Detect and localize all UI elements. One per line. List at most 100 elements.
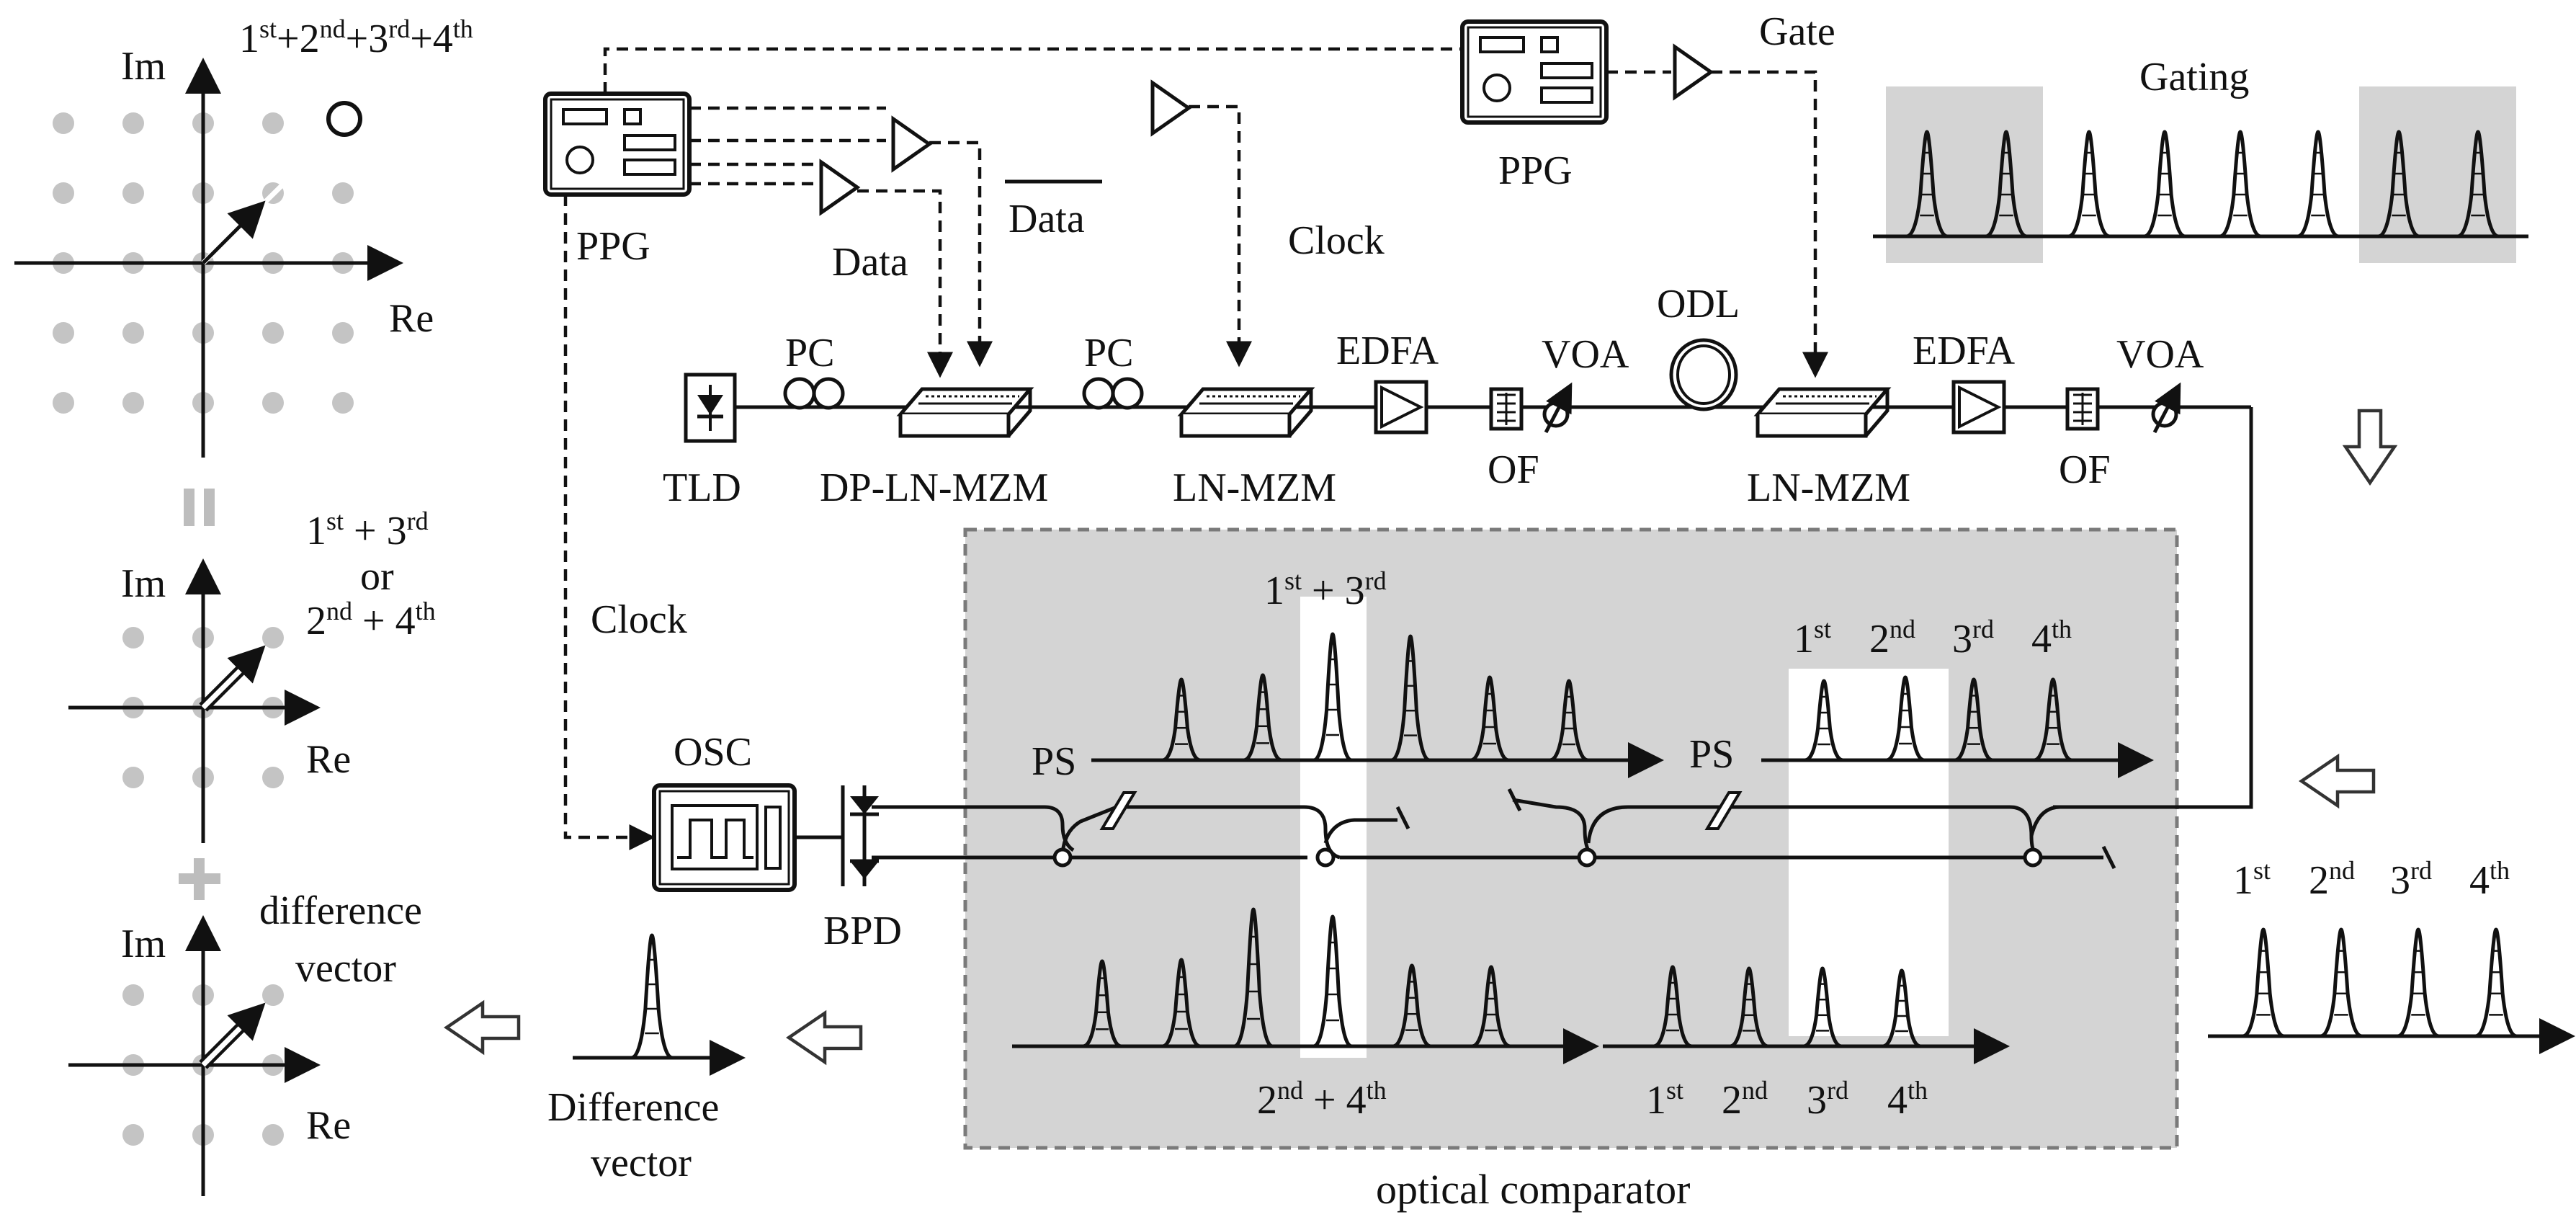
pulse [1233,907,1274,1048]
data-bar-label: Data [1009,197,1085,241]
gate-label: Gate [1759,9,1835,54]
ps-label: PS [1689,732,1734,777]
edfa-label: EDFA [1913,329,2016,373]
svg-text:1st: 1st [1794,615,1831,661]
difference-vector-label: difference [259,888,422,933]
hollow-arrow-icon [785,1010,863,1066]
constellation-point [53,182,74,204]
pulse [2456,130,2500,239]
constellation-point [332,322,354,344]
pulse [1882,968,1921,1048]
amplifier-icon [1374,380,1428,434]
pulse [1804,679,1843,762]
polarization-controller-icon [783,377,845,410]
dp-ln-mzm-label: DP-LN-MZM [820,465,1048,510]
voa-label: VOA [2116,332,2204,377]
constellation-point [332,392,354,414]
ps-label: PS [1032,739,1076,784]
pulse-labels-lower: 1st 2nd 3rd 4th [1646,1076,1928,1123]
svg-text:2nd: 2nd [1869,615,1915,661]
equals-sign [184,489,215,526]
hollow-arrow-icon [2298,753,2376,809]
label-odd-sum: 1st + 3rd [306,507,429,553]
photodiode-icon [841,785,879,886]
pulse [1549,679,1588,762]
pulse [1083,959,1122,1048]
difference-vector-label-2: vector [295,946,396,991]
ln-mzm-label: LN-MZM [1747,465,1910,510]
pulse [1886,675,1925,762]
ln-mzm-label: LN-MZM [1173,465,1336,510]
gating-label: Gating [2139,55,2249,99]
ppg-label: PPG [1498,148,1573,193]
of-label: OF [1488,447,1539,492]
pulse [2034,677,2072,762]
constellation-point [262,984,284,1006]
constellation-point [122,627,144,649]
pulse [2242,927,2285,1038]
constellation-point [262,767,284,788]
pulse [1472,965,1511,1048]
voa-label: VOA [1542,332,1629,377]
pulse [1392,963,1431,1048]
re-label: Re [306,737,351,782]
filter-icon [2065,387,2100,431]
constellation-point [122,322,144,344]
ppg-label: PPG [576,224,650,269]
gate-window [2359,86,2516,263]
constellation-point [262,322,284,344]
re-label: Re [389,296,434,341]
difference-caption-2: vector [591,1141,692,1185]
filter-icon [1489,387,1524,431]
ppg-icon [543,92,692,197]
pulse [2297,130,2340,239]
pulse [2377,130,2420,239]
pulse [1243,673,1282,762]
oscilloscope-icon [652,783,797,892]
amplifier-icon [891,115,933,173]
modulator-icon [1753,387,1892,438]
svg-text:1st: 1st [1646,1076,1683,1123]
svg-text:3rd: 3rd [2390,856,2432,903]
pulse [2397,927,2440,1038]
constellation-point [262,112,284,134]
svg-text:4th: 4th [1887,1076,1928,1123]
constellation-point [122,984,144,1006]
polarization-controller-icon [1082,377,1144,410]
amplifier-icon [1150,79,1192,137]
constellation-odd-or-even: Im Re 1st + 3rd or 2nd + 4th [68,507,436,843]
pulse [1653,965,1692,1048]
pc-label: PC [1084,331,1134,375]
svg-text:2nd: 2nd [1722,1076,1768,1123]
constellation-point [332,182,354,204]
pulse [1470,675,1509,762]
electrical-signal-lines [563,47,1828,850]
constellation-point [53,322,74,344]
svg-text:4th: 4th [2469,856,2510,903]
label-sum-all: 1st+2nd+3rd+4th [239,14,473,61]
svg-text:3rd: 3rd [1807,1076,1848,1123]
osc-label: OSC [674,730,752,775]
pulse-labels-upper: 1st 2nd 3rd 4th [1794,615,2072,661]
label-even-sum: 2nd + 4th [306,597,436,643]
tld-label: TLD [663,465,741,510]
pulse [1803,966,1842,1048]
constellation-point [122,767,144,788]
im-label: Im [121,561,166,606]
constellation-difference: Im Re difference vector [68,888,422,1196]
pulse [2067,130,2111,239]
of-label: OF [2059,447,2111,492]
svg-text:2nd: 2nd [2309,856,2355,903]
pulse [1161,958,1202,1048]
pulse [2143,130,2186,239]
pulse [1905,130,1949,239]
pulse [2320,927,2363,1038]
pulse [1985,130,2028,239]
pulse-labels-right: 1st 2nd 3rd 4th [2233,856,2510,903]
svg-text:1st: 1st [2233,856,2271,903]
im-label: Im [121,922,166,966]
attenuator-icon [1542,382,1573,434]
pulse-waveforms [573,86,2575,1076]
clock-label: Clock [1288,218,1385,263]
pulse [1162,677,1201,762]
